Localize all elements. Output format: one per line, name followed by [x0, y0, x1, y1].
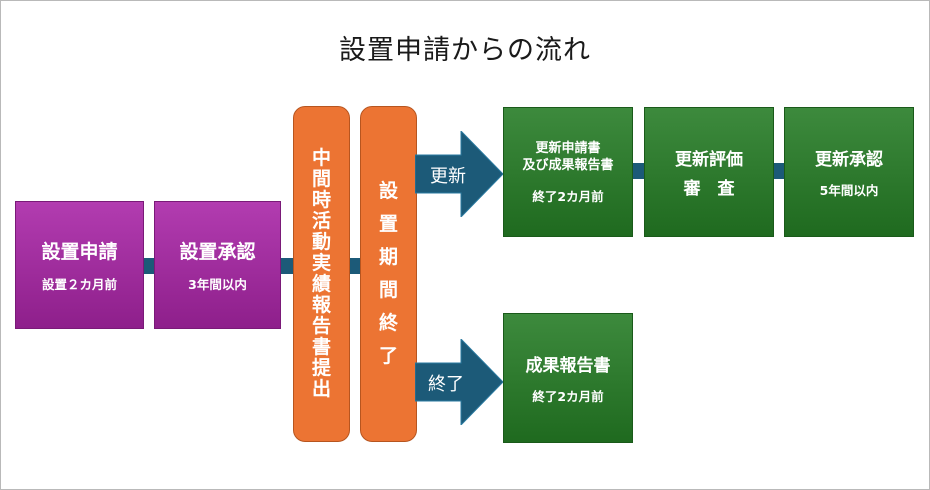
arrow-renew	[415, 131, 504, 217]
vertical-char: 活	[311, 210, 331, 232]
vertical-char: 中	[311, 147, 331, 169]
step-approval-label: 設置承認	[179, 241, 256, 263]
vertical-char: 間	[378, 279, 398, 301]
vertical-char: 間	[311, 168, 331, 190]
step-renew-approval-label: 更新承認	[815, 150, 883, 170]
vertical-char: 了	[378, 345, 398, 367]
diagram-title: 設置申請からの流れ	[339, 35, 591, 66]
step-approval-sub: 3年間以内	[188, 277, 247, 292]
step-renew-application-sub: 終了2カ月前	[532, 188, 604, 204]
arrow-end	[415, 339, 504, 425]
step-application-sub: 設置２カ月前	[41, 277, 117, 292]
arrow-renew-label: 更新	[430, 166, 466, 187]
step-final-report: 成果報告書 終了2カ月前	[503, 313, 633, 443]
step-application-label: 設置申請	[41, 241, 118, 263]
vertical-char: 出	[311, 378, 331, 400]
vertical-char: 書	[311, 336, 331, 358]
step-renew-review-line1: 更新評価	[675, 150, 743, 170]
step-renew-approval: 更新承認 5年間以内	[784, 107, 914, 237]
vertical-char: 績	[311, 273, 331, 295]
arrow-end-label: 終了	[428, 374, 464, 395]
vertical-char: 置	[378, 213, 398, 235]
step-interim-report: 中間時活動実績報告書提出	[293, 106, 350, 442]
step-renew-application: 更新申請書 及び成果報告書 終了2カ月前	[503, 107, 633, 237]
vertical-char: 告	[311, 315, 331, 337]
step-renew-application-line1: 更新申請書	[535, 140, 601, 156]
vertical-char: 時	[311, 189, 331, 211]
step-approval: 設置承認 3年間以内	[154, 201, 281, 329]
step-period-end: 設置期間終了	[360, 106, 417, 442]
vertical-char: 動	[311, 231, 331, 253]
step-renew-review: 更新評価 審 査	[644, 107, 774, 237]
vertical-char: 実	[311, 252, 331, 274]
step-renew-review-line2: 審 査	[683, 179, 735, 199]
vertical-char: 報	[311, 294, 331, 316]
vertical-char: 終	[378, 312, 398, 334]
step-renew-approval-sub: 5年間以内	[819, 183, 879, 198]
step-application: 設置申請 設置２カ月前	[15, 201, 144, 329]
step-renew-application-line2: 及び成果報告書	[522, 157, 614, 173]
step-final-report-sub: 終了2カ月前	[532, 389, 604, 404]
vertical-char: 設	[378, 180, 398, 202]
vertical-char: 期	[378, 246, 398, 268]
step-final-report-label: 成果報告書	[525, 356, 611, 376]
vertical-char: 提	[311, 357, 331, 379]
